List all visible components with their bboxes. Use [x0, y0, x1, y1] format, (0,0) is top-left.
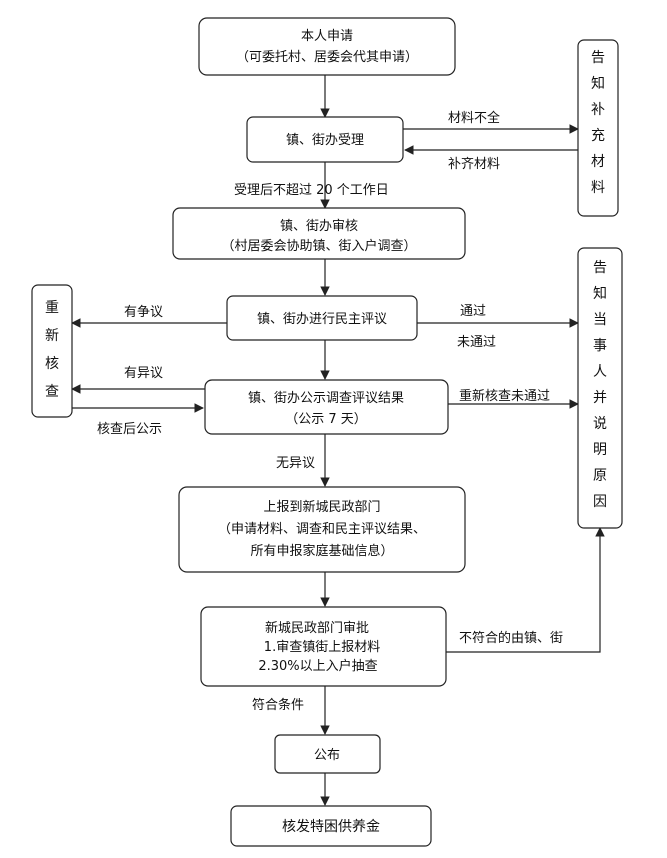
node-review-line1: 镇、街办审核 [280, 219, 358, 234]
node-report-line2: （申请材料、调查和民主评议结果、 [218, 522, 426, 537]
node-issue-line1: 核发特困供养金 [282, 819, 380, 835]
notice-supplement-char-3: 补 [591, 102, 605, 118]
label-not-qualified: 不符合的由镇、街 [459, 630, 563, 646]
notify-party-char-7: 说 [593, 416, 607, 432]
label-within-days: 受理后不超过 20 个工作日 [234, 183, 389, 198]
node-publicity-line1: 镇、街办公示调查评议结果 [248, 391, 404, 406]
node-approve-line1: 新城民政部门审批 [265, 620, 369, 636]
node-democratic: 镇、街办进行民主评议 [226, 295, 418, 341]
notify-party-char-3: 当 [593, 312, 607, 328]
recheck-char-3: 核 [45, 356, 59, 372]
node-accept: 镇、街办受理 [246, 116, 404, 163]
label-no-objection: 无异议 [276, 456, 315, 471]
label-qualified: 符合条件 [252, 697, 304, 713]
node-apply: 本人申请 （可委托村、居委会代其申请） [198, 17, 456, 76]
label-publicize-after-check: 核查后公示 [97, 422, 162, 437]
node-publicity-line2: （公示 7 天） [285, 412, 367, 427]
label-supplemented: 补齐材料 [448, 156, 500, 172]
label-passed: 通过 [460, 304, 486, 319]
edge-approve-notify [446, 527, 605, 653]
node-review: 镇、街办审核 （村居委会协助镇、街入户调查） [172, 207, 466, 260]
node-review-line2: （村居委会协助镇、街入户调查） [221, 238, 416, 254]
node-report-line3: 所有申报家庭基础信息） [250, 543, 393, 559]
label-disputed: 有争议 [124, 305, 163, 320]
node-report: 上报到新城民政部门 （申请材料、调查和民主评议结果、 所有申报家庭基础信息） [178, 486, 466, 573]
node-publicity: 镇、街办公示调查评议结果 （公示 7 天） [204, 379, 449, 435]
notify-party-char-4: 事 [593, 338, 607, 354]
notice-supplement-char-5: 材 [591, 154, 605, 170]
node-notice-supplement: 告 知 补 充 材 料 [577, 39, 619, 217]
notify-party-char-5: 人 [593, 364, 607, 380]
node-approve-line2: 1.审查镇街上报材料 [264, 640, 380, 655]
node-apply-line2: （可委托村、居委会代其申请） [236, 50, 418, 65]
node-approve: 新城民政部门审批 1.审查镇街上报材料 2.30%以上入户抽查 [200, 606, 447, 687]
notify-party-char-1: 告 [593, 260, 607, 276]
notify-party-char-9: 原 [593, 468, 607, 484]
label-not-passed: 未通过 [457, 335, 496, 350]
label-incomplete: 材料不全 [448, 110, 500, 126]
recheck-char-1: 重 [45, 300, 59, 316]
label-recheck-failed: 重新核查未通过 [459, 388, 550, 404]
recheck-char-4: 查 [45, 384, 59, 400]
node-issue: 核发特困供养金 [230, 805, 432, 847]
node-apply-line1: 本人申请 [301, 29, 353, 44]
node-accept-line1: 镇、街办受理 [286, 133, 364, 148]
notice-supplement-char-2: 知 [591, 75, 605, 92]
notice-supplement-char-6: 料 [591, 180, 605, 196]
notice-supplement-char-4: 充 [591, 128, 605, 144]
node-announce-line1: 公布 [314, 748, 340, 763]
notice-supplement-char-1: 告 [591, 50, 605, 66]
node-report-line1: 上报到新城民政部门 [263, 499, 380, 515]
notify-party-char-2: 知 [593, 285, 607, 302]
notify-party-char-10: 因 [593, 494, 607, 510]
node-recheck: 重 新 核 查 [31, 284, 73, 418]
notify-party-char-6: 并 [593, 390, 607, 406]
notify-party-char-8: 明 [593, 442, 607, 458]
node-announce: 公布 [274, 734, 381, 774]
label-objection: 有异议 [124, 366, 163, 381]
node-notify-party: 告 知 当 事 人 并 说 明 原 因 [577, 247, 623, 529]
node-democratic-line1: 镇、街办进行民主评议 [257, 312, 387, 327]
recheck-char-2: 新 [45, 328, 59, 344]
node-approve-line3: 2.30%以上入户抽查 [258, 658, 377, 674]
